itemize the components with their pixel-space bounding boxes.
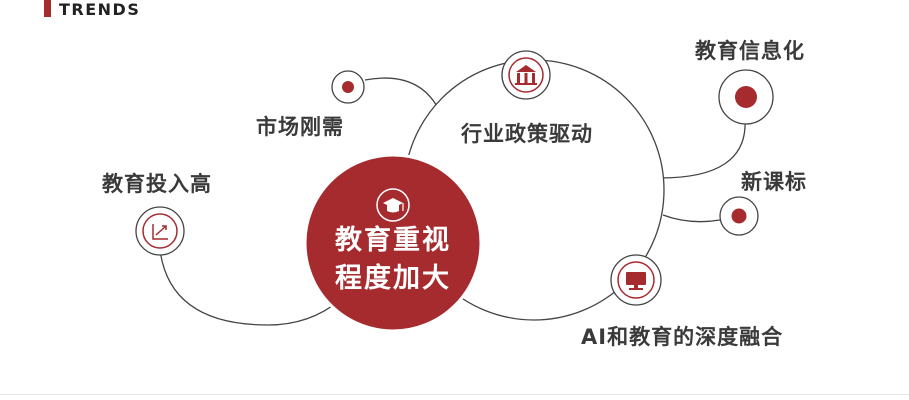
connector-new-curriculum [662,214,721,223]
label-ai-education: AI和教育的深度融合 [581,325,784,349]
education-investment-node [135,206,185,256]
ai-education-node [610,254,662,306]
bottom-divider [0,394,909,395]
center-circle [303,153,483,333]
graduation-cap-icon [376,188,410,222]
header-title: TRENDS [59,0,141,19]
market-demand-node [331,70,365,104]
label-industry-policy: 行业政策驱动 [461,122,593,146]
label-market-demand: 市场刚需 [256,115,344,139]
label-new-curriculum: 新课标 [741,170,807,194]
center-title-line2: 程度加大 [335,263,451,294]
industry-policy-node [501,50,551,100]
new-curriculum-node [719,196,759,236]
connector-informatization [659,119,746,179]
growth-chart-icon [152,224,168,240]
building-icon [515,65,537,85]
connector-market-demand [364,77,441,113]
education-informatization-node [718,69,774,125]
connector-lines [159,77,746,326]
monitor-icon [626,272,646,290]
center-title: 教育重视 程度加大 [318,222,468,298]
label-education-informatization: 教育信息化 [695,39,805,63]
label-education-investment: 教育投入高 [102,172,212,196]
center-title-line1: 教育重视 [335,225,451,256]
connector-education-investment [159,249,341,326]
header-accent-bar [44,0,51,17]
